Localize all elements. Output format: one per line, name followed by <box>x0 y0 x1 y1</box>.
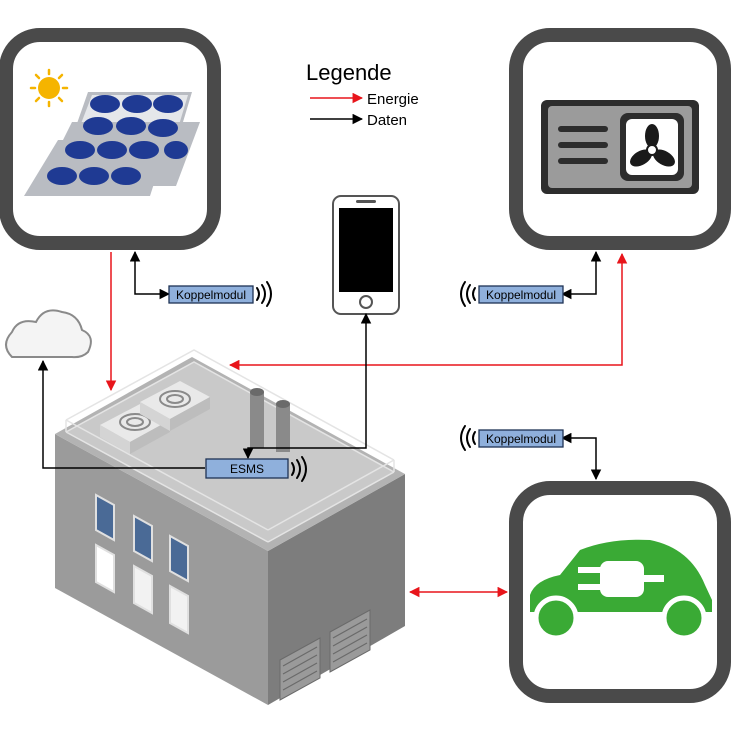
module-label: Koppelmodul <box>486 432 556 446</box>
data-arrow-solar-module <box>129 250 171 300</box>
cloud-icon <box>5 309 92 359</box>
ac-unit-icon <box>541 100 699 194</box>
sun-icon <box>29 68 69 108</box>
module-label: Koppelmodul <box>486 288 556 302</box>
solar-panel-tile <box>0 28 221 250</box>
wall-vent <box>279 609 371 701</box>
esms-box: ESMS <box>205 458 289 479</box>
data-arrow-climate-module <box>560 250 602 300</box>
coupling-module-ev: Koppelmodul <box>478 429 564 448</box>
coupling-module-solar: Koppelmodul <box>168 285 254 304</box>
roof-fan-unit <box>140 381 210 431</box>
solar-panel-icon <box>24 92 200 196</box>
data-arrow-phone-esms <box>242 312 372 460</box>
legend-title: Legende <box>306 60 392 85</box>
legend-data-label: Daten <box>367 112 407 129</box>
wireless-signal-icon <box>460 425 476 451</box>
legend: Legende Energie Daten <box>306 60 419 129</box>
wireless-signal-icon <box>460 281 476 307</box>
smartphone-icon <box>332 195 400 315</box>
building <box>55 349 405 705</box>
module-label: Koppelmodul <box>176 288 246 302</box>
coupling-module-climate: Koppelmodul <box>478 285 564 304</box>
building-window <box>95 493 189 635</box>
energy-arrow-building-climate <box>228 252 628 371</box>
electric-vehicle-tile <box>509 481 731 703</box>
data-arrow-ev-module <box>560 432 602 481</box>
data-flow-lines <box>37 250 602 481</box>
data-arrow-esms-cloud <box>37 359 205 469</box>
plug-icon <box>578 561 664 597</box>
fan-icon <box>630 124 675 167</box>
wireless-signal-icon <box>291 456 307 482</box>
electric-car-icon <box>530 539 712 641</box>
legend-energy-label: Energie <box>367 91 419 108</box>
climate-unit-tile <box>509 28 731 250</box>
wireless-signal-icon <box>256 281 272 307</box>
esms-label: ESMS <box>230 462 264 476</box>
